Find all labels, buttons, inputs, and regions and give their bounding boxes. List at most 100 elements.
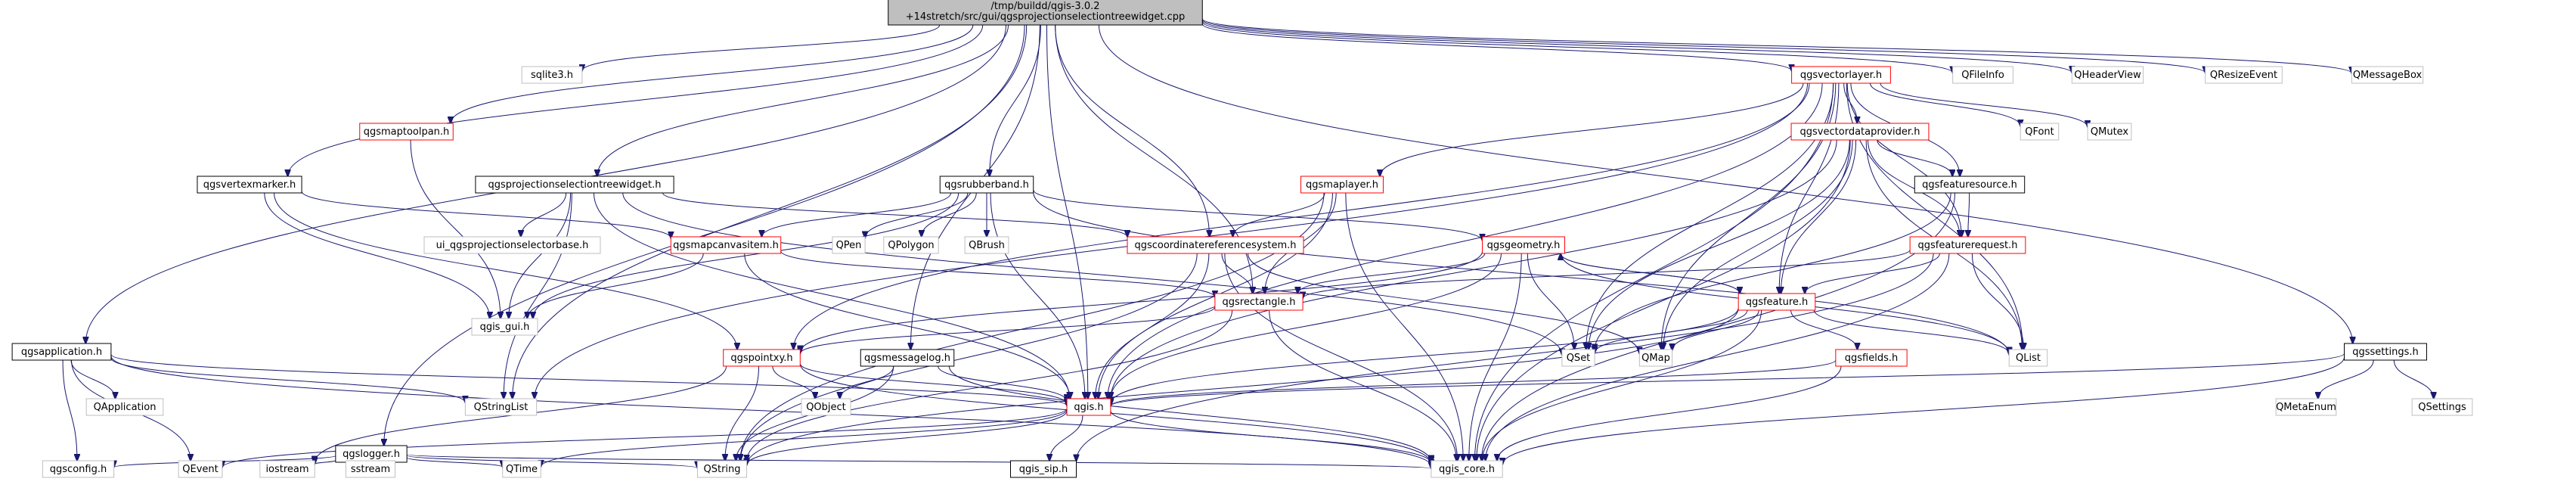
node-qgslogger[interactable]: qgslogger.h: [335, 445, 408, 463]
node-label-qpolygon: QPolygon: [888, 240, 934, 251]
node-box-qgspointxy: [723, 349, 801, 367]
edge-qgsmapcanvasitem-to-qgis: [744, 253, 1071, 399]
edge-qgsfields-to-qgis_core: [1497, 365, 1842, 461]
node-qbrush[interactable]: QBrush: [964, 236, 1009, 254]
node-qgscrs[interactable]: qgscoordinatereferencesystem.h: [1127, 236, 1304, 254]
node-qgsconfig[interactable]: qgsconfig.h: [42, 460, 115, 478]
edge-qgsvectorlayer-to-qgsmaplayer: [1380, 82, 1804, 176]
node-label-qmessagebox: QMessageBox: [2353, 70, 2423, 81]
node-box-qevent: [178, 460, 223, 478]
node-qgsmaptoolpan[interactable]: qgsmaptoolpan.h: [359, 123, 454, 141]
edge-qgsmaptoolpan-to-qgis_gui: [410, 139, 501, 319]
node-box-qheaderview: [2071, 66, 2144, 84]
node-qgsrubberband[interactable]: qgsrubberband.h: [939, 176, 1034, 194]
node-label-qgsvectordataprovider: qgsvectordataprovider.h: [1800, 126, 1920, 138]
node-qapplication[interactable]: QApplication: [85, 398, 164, 416]
node-label-qgsmapcanvasitem: qgsmapcanvasitem.h: [673, 240, 779, 251]
node-qgsvectorlayer[interactable]: qgsvectorlayer.h: [1791, 66, 1891, 84]
node-qgis[interactable]: qgis.h: [1066, 398, 1111, 416]
node-box-root: [888, 0, 1203, 26]
node-box-qmap: [1638, 349, 1673, 367]
node-qfileinfo[interactable]: QFileInfo: [1952, 66, 2013, 84]
node-qstring[interactable]: QString: [696, 460, 748, 478]
node-qgsfeaturesource[interactable]: qgsfeaturesource.h: [1914, 176, 2026, 194]
edge-qgsmapcanvasitem-to-qgis_gui: [527, 253, 704, 319]
edge-qgsfields-to-qgis: [1111, 359, 1837, 406]
node-qobject[interactable]: QObject: [801, 398, 851, 416]
edge-qgsrubberband-to-qgsgeometry: [1033, 189, 1483, 241]
edge-qgscrs-to-qgis: [1096, 253, 1210, 399]
edge-root-to-qgslogger: [384, 24, 1025, 446]
node-qgspointxy[interactable]: qgspointxy.h: [723, 349, 801, 367]
edge-qgscrs-to-qmap: [1248, 253, 1640, 353]
node-qgsprojselwidget[interactable]: qgsprojectionselectiontreewidget.h: [475, 176, 674, 194]
node-root[interactable]: /tmp/buildd/qgis-3.0.2+14stretch/src/gui…: [888, 0, 1203, 26]
edge-qgsvectordataprovider-to-qgsfeature: [1781, 139, 1857, 294]
node-qfont[interactable]: QFont: [2020, 123, 2060, 141]
node-qgsfeaturerequest[interactable]: qgsfeaturerequest.h: [1909, 236, 2026, 254]
node-qpen[interactable]: QPen: [832, 236, 866, 254]
node-qgsfields[interactable]: qgsfields.h: [1835, 349, 1908, 367]
node-qlist[interactable]: QList: [2008, 349, 2048, 367]
edge-qgsvertexmarker-to-qgspointxy: [274, 192, 737, 350]
edge-qgspointxy-to-qgis_core: [799, 364, 1431, 464]
node-sstream[interactable]: sstream: [345, 460, 396, 478]
node-qgsgeometry[interactable]: qgsgeometry.h: [1482, 236, 1565, 254]
node-qstringlist[interactable]: QStringList: [464, 398, 538, 416]
node-qgsmessagelog[interactable]: qgsmessagelog.h: [860, 349, 955, 367]
node-qgis_gui[interactable]: qgis_gui.h: [471, 318, 538, 336]
node-box-qgis_core: [1431, 460, 1503, 478]
node-ui_qgsprojsel[interactable]: ui_qgsprojectionselectorbase.h: [423, 236, 601, 254]
node-box-qbrush: [964, 236, 1009, 254]
node-box-qpen: [832, 236, 866, 254]
node-qevent[interactable]: QEvent: [178, 460, 223, 478]
node-qgsrectangle[interactable]: qgsrectangle.h: [1214, 293, 1303, 311]
node-qmutex[interactable]: QMutex: [2087, 123, 2132, 141]
edge-qgsgeometry-to-qset: [1527, 253, 1574, 350]
node-box-qgis_sip: [1010, 460, 1077, 478]
node-qheaderview[interactable]: QHeaderView: [2071, 66, 2144, 84]
node-label-qobject: QObject: [806, 402, 846, 413]
node-sqlite3[interactable]: sqlite3.h: [521, 66, 583, 84]
node-label-qgsrubberband: qgsrubberband.h: [944, 179, 1029, 191]
node-qgis_core[interactable]: qgis_core.h: [1431, 460, 1503, 478]
node-qgis_sip[interactable]: qgis_sip.h: [1010, 460, 1077, 478]
node-qmessagebox[interactable]: QMessageBox: [2351, 66, 2424, 84]
edge-qgsrubberband-to-qpen: [865, 192, 969, 238]
node-label-qmutex: QMutex: [2091, 126, 2129, 138]
edge-qgsrectangle-to-qgspointxy: [800, 306, 1216, 354]
node-box-qgsfields: [1835, 349, 1908, 367]
node-qtime[interactable]: QTime: [502, 460, 541, 478]
edge-qgsfeaturesource-to-qset: [1595, 192, 1951, 350]
node-qgsfeature[interactable]: qgsfeature.h: [1737, 293, 1816, 311]
node-qresizeevent[interactable]: QResizeEvent: [2205, 66, 2283, 84]
edge-qgsprojselwidget-to-qgscrs: [662, 192, 1127, 237]
node-box-iostream: [259, 460, 315, 478]
edge-qgsrectangle-to-qgis_core: [1269, 309, 1457, 461]
node-qpolygon[interactable]: QPolygon: [883, 236, 939, 254]
node-box-sstream: [345, 460, 396, 478]
node-qgsvectordataprovider[interactable]: qgsvectordataprovider.h: [1790, 123, 1930, 141]
edge-qgsfeaturerequest-to-qgis_sip: [1077, 253, 1934, 461]
node-iostream[interactable]: iostream: [259, 460, 315, 478]
edge-qgsrubberband-to-qpolygon: [922, 192, 977, 237]
edge-qgslogger-to-qstring: [406, 455, 697, 468]
node-qsettings[interactable]: QSettings: [2411, 398, 2473, 416]
node-qmap[interactable]: QMap: [1638, 349, 1673, 367]
node-label-qmap: QMap: [1641, 353, 1670, 364]
node-box-qstringlist: [464, 398, 538, 416]
node-box-qlist: [2008, 349, 2048, 367]
node-qgsmaplayer[interactable]: qgsmaplayer.h: [1300, 176, 1384, 194]
node-qgsvertexmarker[interactable]: qgsvertexmarker.h: [197, 176, 302, 194]
node-label-qgsmaplayer: qgsmaplayer.h: [1306, 179, 1378, 191]
edge-qgsfeature-to-qgis: [1111, 307, 1739, 404]
node-qgsmapcanvasitem[interactable]: qgsmapcanvasitem.h: [670, 236, 782, 254]
edge-qgsmessagelog-to-qobject: [840, 365, 894, 399]
edge-qgsvertexmarker-to-qgis_gui: [264, 192, 490, 319]
node-qset[interactable]: QSet: [1561, 349, 1595, 367]
node-qmetaenum[interactable]: QMetaEnum: [2275, 398, 2337, 416]
node-qgssettings[interactable]: qgssettings.h: [2344, 343, 2427, 361]
edge-qgspointxy-to-qgis: [799, 363, 1067, 404]
node-qgsapplication[interactable]: qgsapplication.h: [11, 343, 112, 361]
node-box-qmutex: [2087, 123, 2132, 141]
